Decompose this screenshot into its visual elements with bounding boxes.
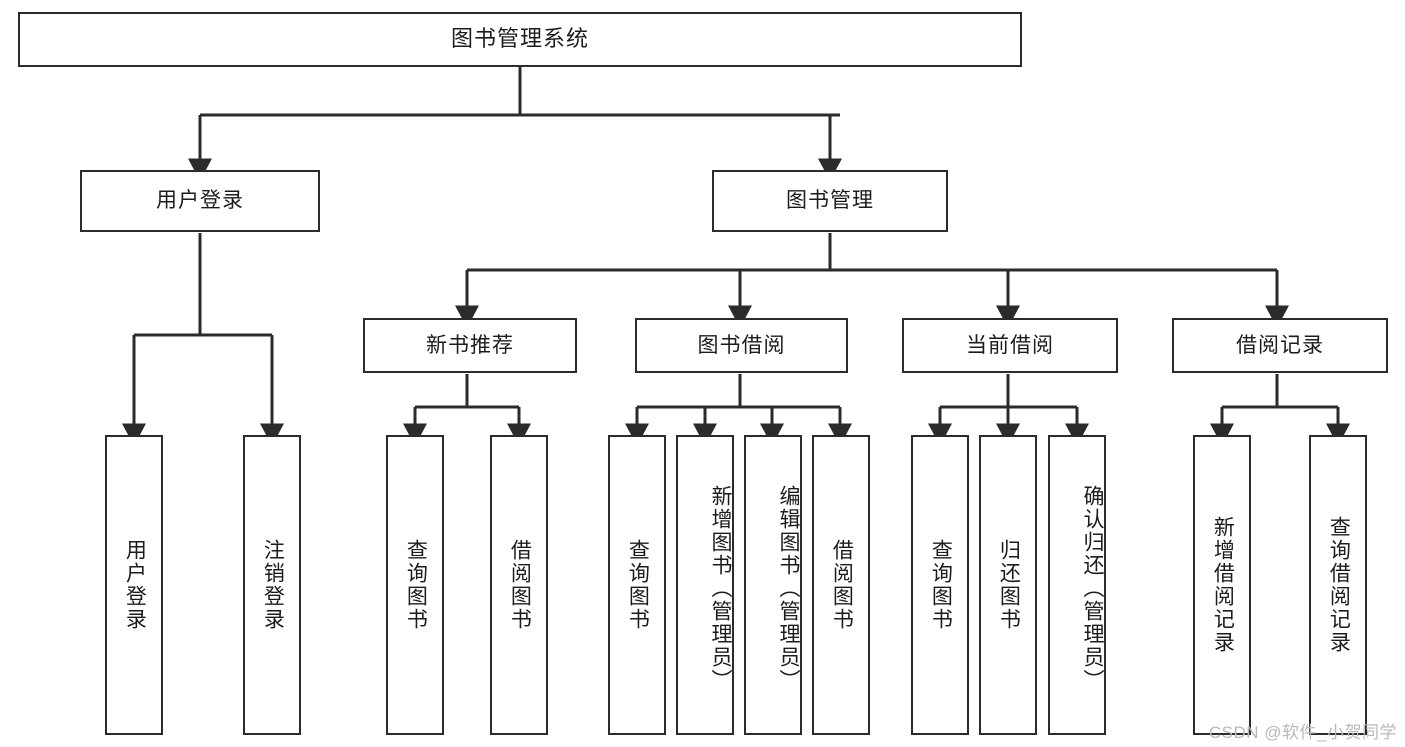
leaf-query-book-3-label: 查询图书 [929,539,953,631]
leaf-query-record[interactable]: 查询借阅记录 [1309,435,1367,735]
leaf-confirm-return-label: 确认归还（管理员） [1081,484,1104,692]
leaf-return-book-label: 归还图书 [997,539,1021,631]
node-borrow-record[interactable]: 借阅记录 [1172,318,1388,373]
leaf-user-logout[interactable]: 注销登录 [243,435,301,735]
leaf-add-book-label: 新增图书（管理员） [709,484,732,692]
node-user-login[interactable]: 用户登录 [80,170,320,232]
leaf-confirm-return[interactable]: 确认归还（管理员） [1048,435,1106,735]
node-root[interactable]: 图书管理系统 [18,12,1022,67]
leaf-add-record-label: 新增借阅记录 [1211,516,1235,654]
leaf-query-book-1[interactable]: 查询图书 [386,435,444,735]
csdn-watermark: CSDN @软件_小贺同学 [1208,723,1397,742]
node-book-borrow-label: 图书借阅 [697,333,786,357]
leaf-query-book-2-label: 查询图书 [626,539,650,631]
leaf-query-record-label: 查询借阅记录 [1327,516,1351,654]
leaf-edit-book-label: 编辑图书（管理员） [777,484,800,692]
node-current-borrow-label: 当前借阅 [966,333,1054,357]
leaf-edit-book[interactable]: 编辑图书（管理员） [744,435,802,735]
leaf-add-record[interactable]: 新增借阅记录 [1193,435,1251,735]
leaf-borrow-book-2[interactable]: 借阅图书 [812,435,870,735]
leaf-add-book[interactable]: 新增图书（管理员） [676,435,734,735]
leaf-borrow-book-2-label: 借阅图书 [830,539,854,631]
leaf-user-logout-label: 注销登录 [261,539,285,631]
leaf-borrow-book-1-label: 借阅图书 [508,539,532,631]
node-borrow-record-label: 借阅记录 [1236,333,1324,357]
leaf-return-book[interactable]: 归还图书 [979,435,1037,735]
leaf-query-book-1-label: 查询图书 [404,539,428,631]
leaf-borrow-book-1[interactable]: 借阅图书 [490,435,548,735]
leaf-user-login[interactable]: 用户登录 [105,435,163,735]
node-new-book-rec[interactable]: 新书推荐 [363,318,577,373]
node-user-login-label: 用户登录 [156,189,244,213]
node-current-borrow[interactable]: 当前借阅 [902,318,1118,373]
node-book-manage-label: 图书管理 [786,189,874,213]
node-book-manage[interactable]: 图书管理 [712,170,948,232]
node-book-borrow[interactable]: 图书借阅 [635,318,848,373]
leaf-user-login-label: 用户登录 [123,539,147,631]
node-new-book-rec-label: 新书推荐 [426,333,514,357]
leaf-query-book-3[interactable]: 查询图书 [911,435,969,735]
leaf-query-book-2[interactable]: 查询图书 [608,435,666,735]
node-root-label: 图书管理系统 [450,26,589,52]
